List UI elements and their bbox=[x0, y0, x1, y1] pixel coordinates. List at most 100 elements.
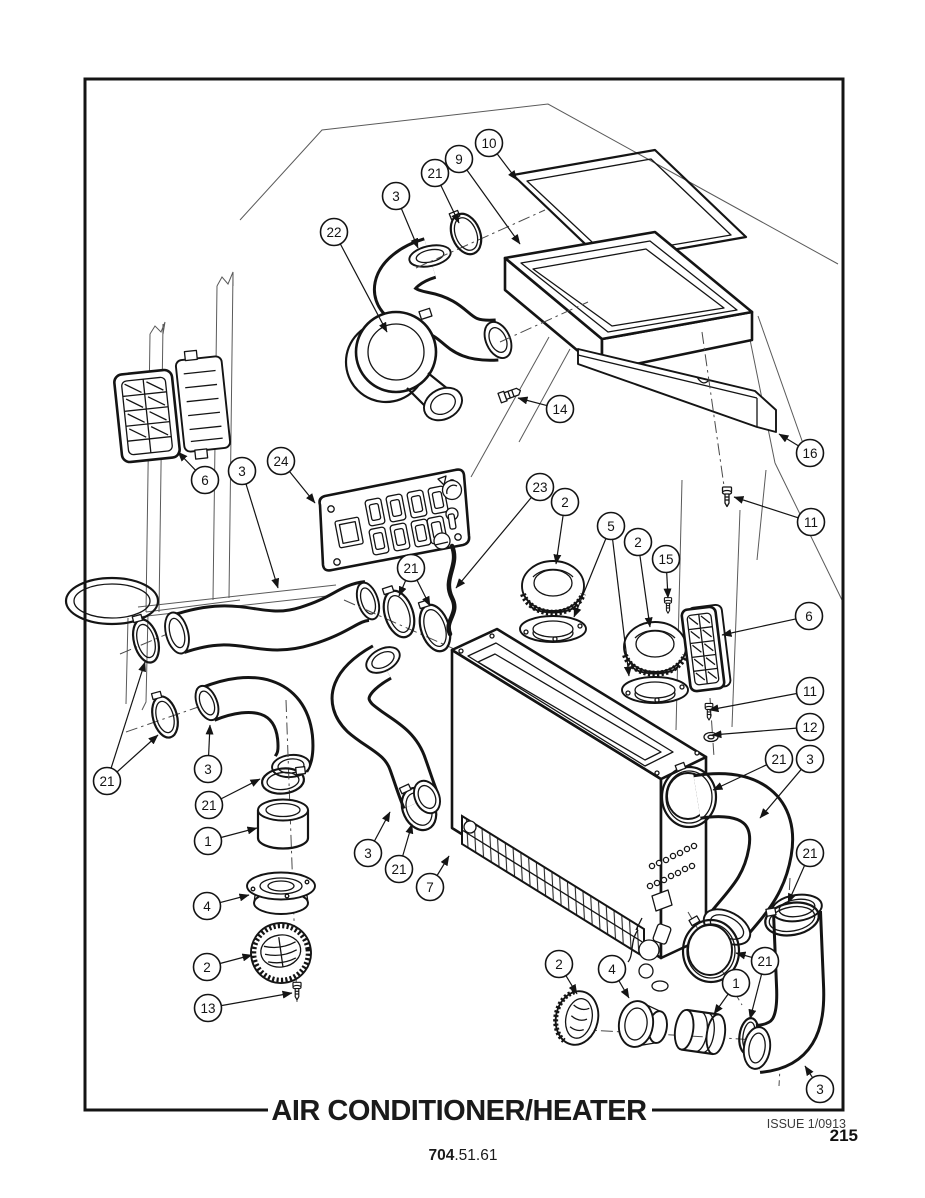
leader-line-21 bbox=[398, 580, 407, 597]
mount-ring-5-b bbox=[621, 676, 689, 704]
callout-circle-3 bbox=[381, 181, 411, 211]
callout-label-21: 21 bbox=[201, 798, 216, 813]
blower-housing-22 bbox=[344, 307, 463, 422]
callout-circle-7 bbox=[415, 872, 445, 902]
callout-circle-11 bbox=[796, 507, 826, 537]
callout-label-3: 3 bbox=[204, 762, 212, 777]
leader-line-1 bbox=[220, 826, 258, 839]
callout-circle-21 bbox=[750, 946, 780, 976]
leader-line-2 bbox=[565, 975, 578, 995]
callout-label-21: 21 bbox=[757, 954, 772, 969]
leader-line-21 bbox=[712, 764, 768, 791]
callout-circle-4 bbox=[192, 891, 222, 921]
callout-label-3: 3 bbox=[392, 189, 400, 204]
callout-circle-14 bbox=[545, 394, 575, 424]
dome-vent-2-b bbox=[624, 622, 686, 674]
vent-frame-rear-left bbox=[174, 349, 232, 460]
callout-circle-6 bbox=[190, 465, 220, 495]
callout-label-3: 3 bbox=[806, 752, 814, 767]
dome-vent-2-a bbox=[522, 561, 584, 613]
leader-line-21 bbox=[787, 865, 806, 904]
panel-knob bbox=[437, 475, 463, 501]
callout-label-1: 1 bbox=[204, 834, 212, 849]
callout-label-21: 21 bbox=[391, 862, 406, 877]
callout-circle-21 bbox=[795, 838, 825, 868]
cable-23 bbox=[446, 543, 457, 637]
callout-label-24: 24 bbox=[273, 454, 289, 469]
leader-line-3 bbox=[205, 724, 214, 756]
leader-line-14 bbox=[517, 396, 548, 407]
callout-label-1: 1 bbox=[732, 976, 740, 991]
callout-circle-3 bbox=[795, 744, 825, 774]
callout-circle-3 bbox=[805, 1074, 835, 1104]
elbow-hose-3-right-upper bbox=[693, 772, 795, 946]
leader-line-13 bbox=[221, 990, 293, 1007]
callout-circle-21 bbox=[396, 553, 426, 583]
clamp-21-a bbox=[131, 613, 161, 664]
centerline-screw-11 bbox=[701, 331, 725, 487]
leader-line-21 bbox=[416, 579, 431, 607]
leader-line-21 bbox=[748, 973, 763, 1020]
callout-circle-22 bbox=[319, 217, 349, 247]
callout-label-22: 22 bbox=[326, 225, 341, 240]
callout-circle-21 bbox=[420, 158, 450, 188]
elbow-hose-3-right-lower bbox=[742, 893, 826, 1074]
callout-label-2: 2 bbox=[555, 957, 563, 972]
callout-label-7: 7 bbox=[426, 880, 434, 895]
callout-circle-3 bbox=[353, 838, 383, 868]
leader-line-5 bbox=[573, 538, 607, 618]
screw-13 bbox=[292, 981, 302, 1001]
clamp-21-c bbox=[381, 585, 416, 639]
leader-line-21 bbox=[440, 184, 460, 224]
leader-line-3 bbox=[373, 811, 391, 842]
callout-label-4: 4 bbox=[608, 962, 616, 977]
centerline-hose-top-2 bbox=[499, 301, 589, 343]
callout-label-10: 10 bbox=[481, 136, 496, 151]
callout-circle-2 bbox=[544, 949, 574, 979]
callout-circle-5 bbox=[596, 511, 626, 541]
leader-line-11 bbox=[733, 496, 799, 519]
centerline-mid-clamps bbox=[343, 599, 489, 665]
callout-label-14: 14 bbox=[552, 402, 568, 417]
callout-label-21: 21 bbox=[99, 774, 114, 789]
leader-line-4 bbox=[219, 893, 250, 904]
leader-line-21 bbox=[402, 823, 414, 857]
leader-line-15 bbox=[663, 572, 672, 599]
hose-middle-opening bbox=[413, 779, 441, 815]
page-number: 215 bbox=[830, 1126, 858, 1145]
callout-circle-12 bbox=[795, 712, 825, 742]
sleeve-1-left bbox=[256, 798, 310, 850]
leader-line-22 bbox=[339, 243, 388, 333]
callout-label-21: 21 bbox=[771, 752, 786, 767]
clamp-21-outlet-top bbox=[660, 761, 718, 829]
panel-lever bbox=[445, 507, 459, 530]
callout-label-21: 21 bbox=[427, 166, 442, 181]
duct-hose-3-middle bbox=[330, 644, 440, 810]
vent-louver-6-left bbox=[113, 368, 181, 464]
callout-label-21: 21 bbox=[403, 561, 418, 576]
footer-section-code: 704.51.61 bbox=[429, 1147, 498, 1164]
leader-line-9 bbox=[466, 169, 521, 245]
terminal-strip bbox=[646, 842, 698, 890]
leader-line-5 bbox=[612, 539, 632, 677]
callout-label-6: 6 bbox=[805, 609, 813, 624]
page-border bbox=[83, 77, 845, 1112]
leader-line-21 bbox=[220, 778, 261, 800]
clamp-21-outlet-bottom bbox=[681, 915, 741, 984]
callout-circle-2 bbox=[192, 952, 222, 982]
mounting-rail-16 bbox=[577, 348, 777, 433]
callout-label-11: 11 bbox=[803, 684, 817, 699]
callout-circle-2 bbox=[550, 487, 580, 517]
callout-label-12: 12 bbox=[802, 720, 817, 735]
callout-circle-3 bbox=[227, 456, 257, 486]
screw-11-a bbox=[721, 486, 733, 508]
sleeve-1-bottom bbox=[673, 1008, 727, 1056]
callout-circle-4 bbox=[597, 954, 627, 984]
callout-circle-15 bbox=[651, 544, 681, 574]
callout-circle-21 bbox=[764, 744, 794, 774]
leader-line-21 bbox=[110, 661, 146, 769]
callout-circle-6 bbox=[794, 601, 824, 631]
callout-circle-9 bbox=[444, 144, 474, 174]
leader-line-4 bbox=[618, 980, 630, 999]
